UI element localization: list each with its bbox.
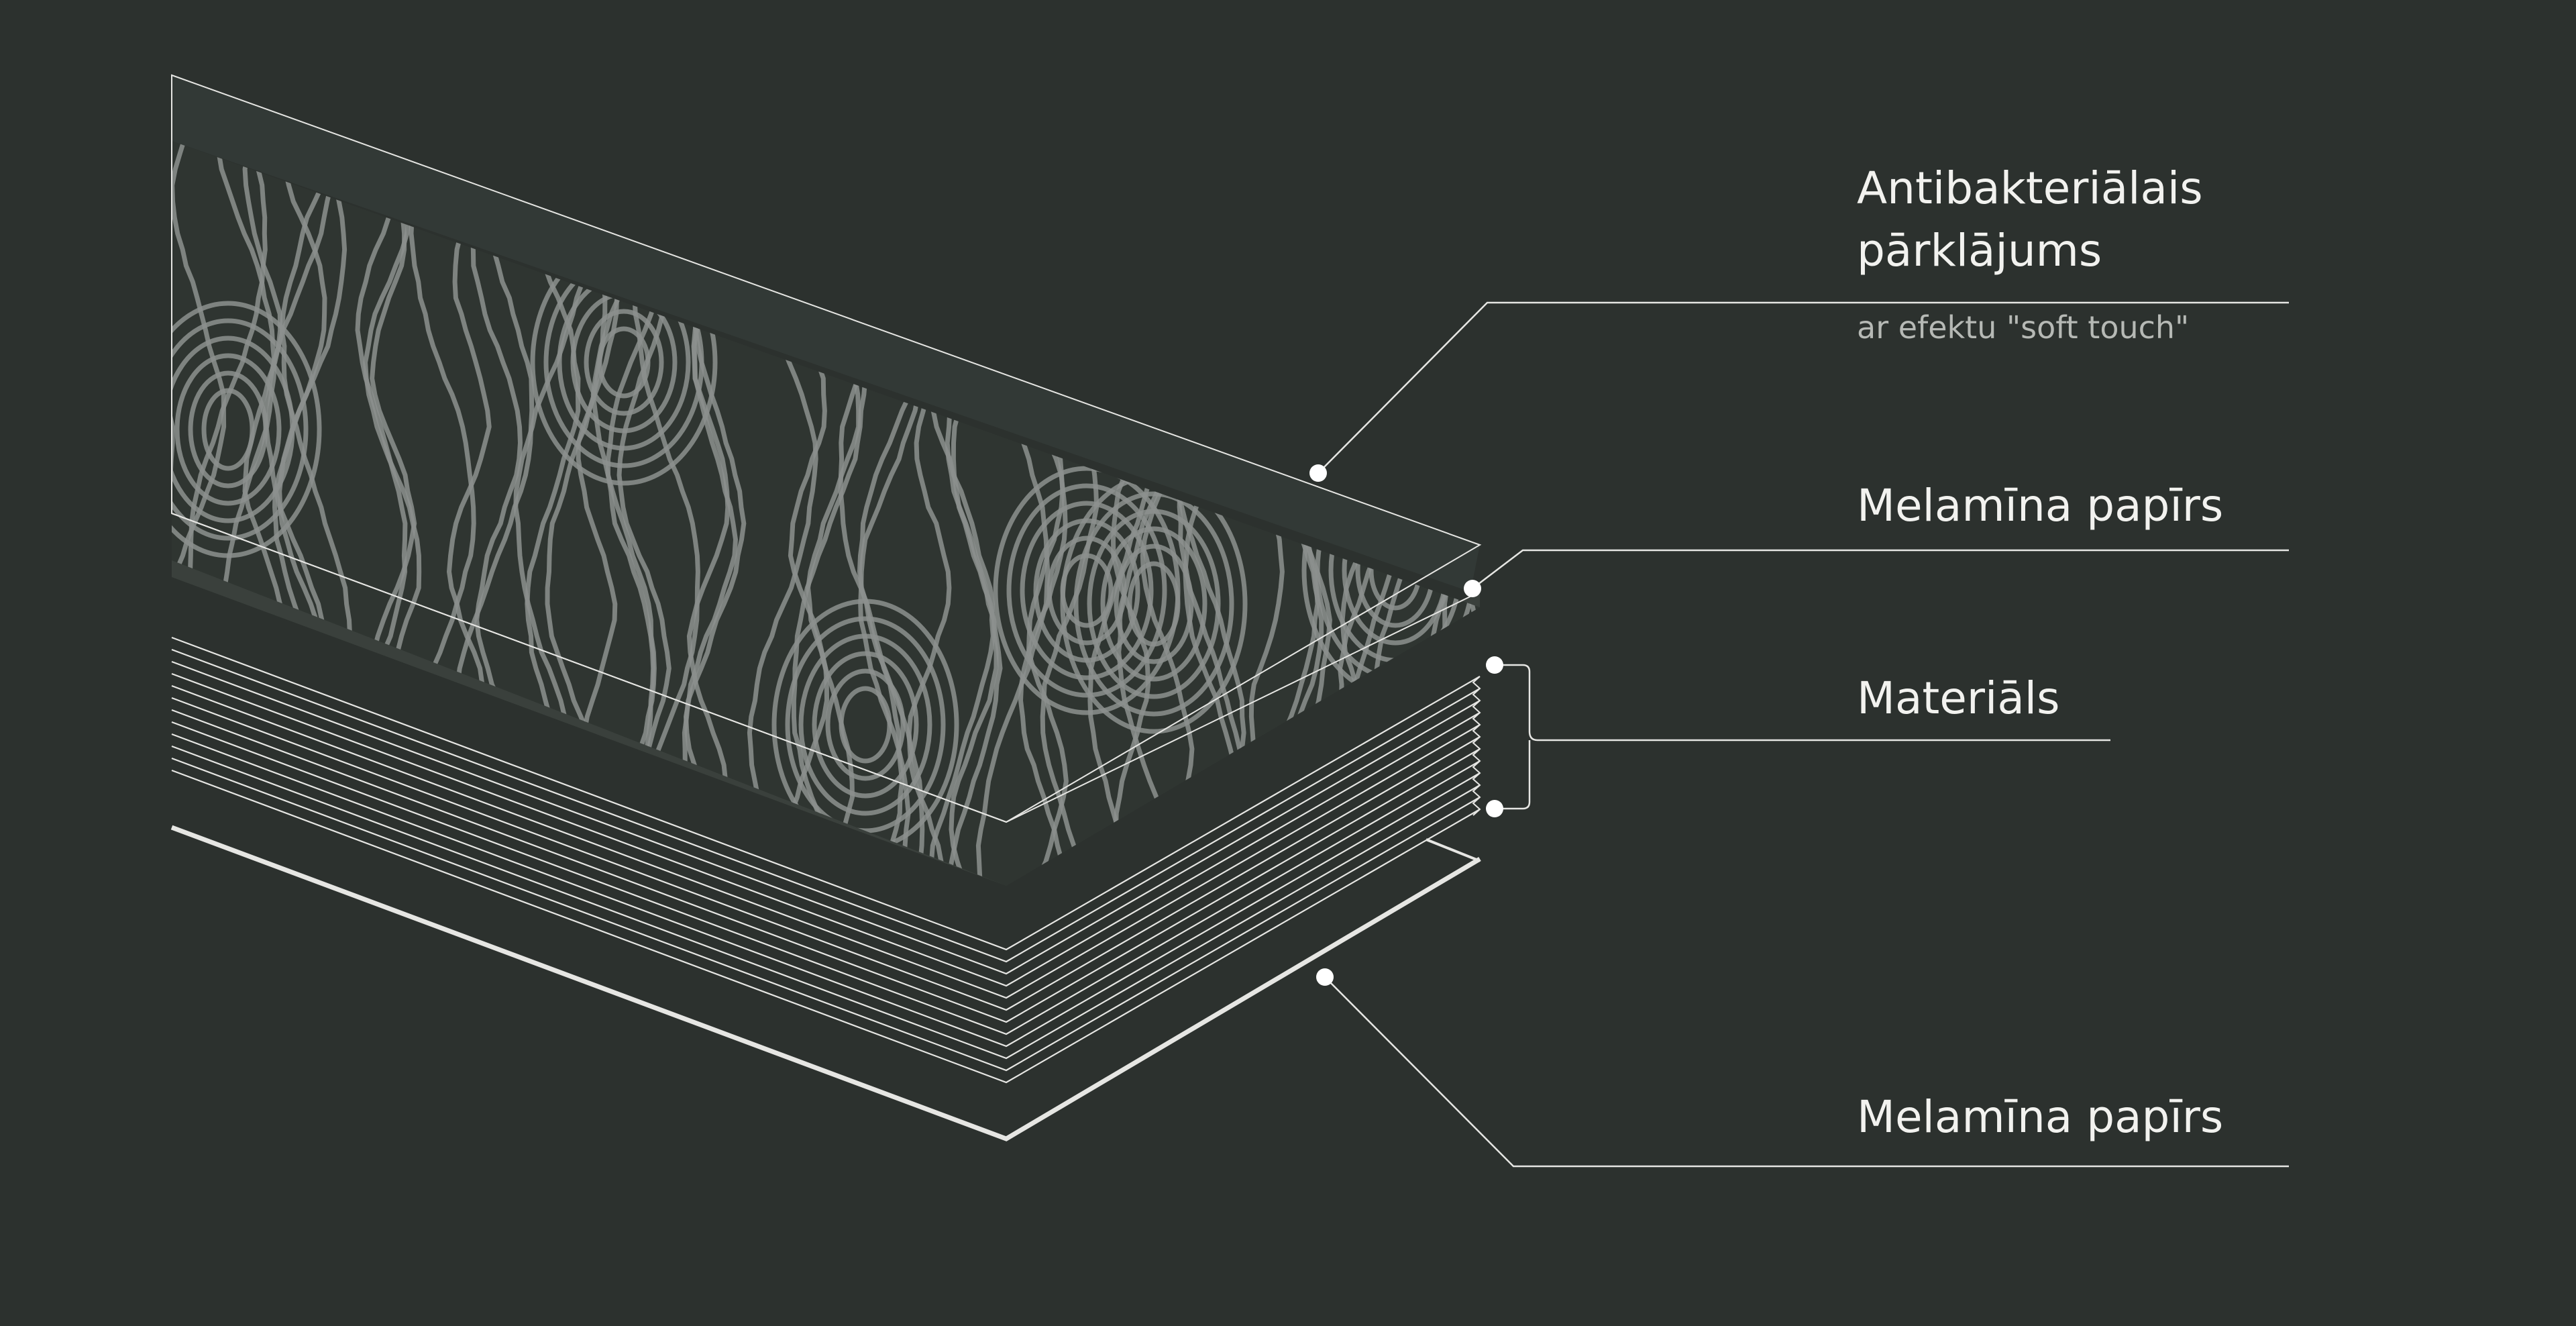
material-sheet-line bbox=[171, 672, 1481, 987]
leader-coating bbox=[1318, 301, 2289, 474]
material-stack-edge bbox=[1472, 676, 1481, 816]
label-melamine-top: Melamīna papīrs bbox=[1857, 480, 2224, 531]
wood-knot-ring bbox=[174, 353, 282, 506]
wood-knot-ring bbox=[785, 616, 946, 833]
wood-knot-ring bbox=[1073, 491, 1234, 717]
coating-outline bbox=[171, 74, 1482, 823]
wood-knot-ring bbox=[1046, 536, 1127, 646]
label-melamine-bottom: Melamīna papīrs bbox=[1857, 1091, 2224, 1143]
leader-material-bracket bbox=[1495, 664, 2110, 810]
leader-dot-melamine-top bbox=[1464, 580, 1481, 597]
bottom-sheet-edge bbox=[170, 825, 1481, 1141]
label-coating-line1: Antibakteriālais bbox=[1857, 162, 2203, 214]
bottom-melamine-sheet bbox=[170, 825, 1481, 1141]
material-sheet-line bbox=[171, 745, 1481, 1060]
wood-knot-ring bbox=[839, 686, 892, 764]
coating-face bbox=[172, 75, 1480, 592]
wood-knot-ring bbox=[825, 668, 906, 781]
wood-knot-ring bbox=[1127, 561, 1181, 647]
material-sheet-line bbox=[171, 660, 1481, 975]
leader-dot-material-bottom bbox=[1486, 800, 1503, 817]
label-coating-title: Antibakteriālais pārklājums bbox=[1857, 157, 2203, 282]
label-coating-subtitle: ar efektu "soft touch" bbox=[1857, 309, 2190, 346]
label-material: Materiāls bbox=[1857, 672, 2060, 724]
label-coating-line2: pārklājums bbox=[1857, 225, 2102, 276]
leader-dot-melamine-bottom bbox=[1316, 968, 1334, 986]
material-sheet-line bbox=[171, 769, 1481, 1084]
wood-knot-ring bbox=[584, 309, 664, 416]
material-sheet-line bbox=[171, 709, 1481, 1023]
material-core-stack bbox=[171, 636, 1481, 1084]
material-sheet-line bbox=[171, 757, 1481, 1072]
wood-knot-ring bbox=[597, 326, 651, 399]
wood-knot-ring bbox=[201, 388, 255, 471]
wood-knot-ring bbox=[172, 318, 309, 541]
leader-lines bbox=[1309, 301, 2289, 1168]
wood-knot-ring bbox=[1020, 501, 1154, 680]
material-sheet-line bbox=[171, 648, 1481, 963]
bottom-sheet-back-edge bbox=[1426, 838, 1481, 862]
leader-melamine-bottom bbox=[1324, 976, 2289, 1168]
material-sheet-line bbox=[171, 697, 1481, 1011]
wood-knot-ring bbox=[1100, 526, 1208, 682]
material-sheet-line bbox=[171, 684, 1481, 999]
wood-knot-ring bbox=[798, 633, 932, 816]
material-sheet-line bbox=[171, 636, 1481, 951]
material-sheet-line bbox=[171, 721, 1481, 1035]
wood-knot-ring bbox=[812, 651, 919, 799]
wood-knot-ring bbox=[1006, 483, 1167, 698]
wood-knot-ring bbox=[1087, 509, 1221, 699]
wood-knot-ring bbox=[188, 370, 268, 489]
material-sheet-line bbox=[171, 733, 1481, 1048]
coating-layer bbox=[171, 74, 1482, 823]
wood-knot-ring bbox=[172, 301, 322, 558]
leader-dot-material-top bbox=[1486, 656, 1503, 674]
leader-dot-coating bbox=[1309, 464, 1327, 482]
wood-knot-ring bbox=[1114, 544, 1194, 664]
wood-knot-ring bbox=[172, 336, 295, 523]
leader-melamine-top bbox=[1472, 549, 2289, 589]
